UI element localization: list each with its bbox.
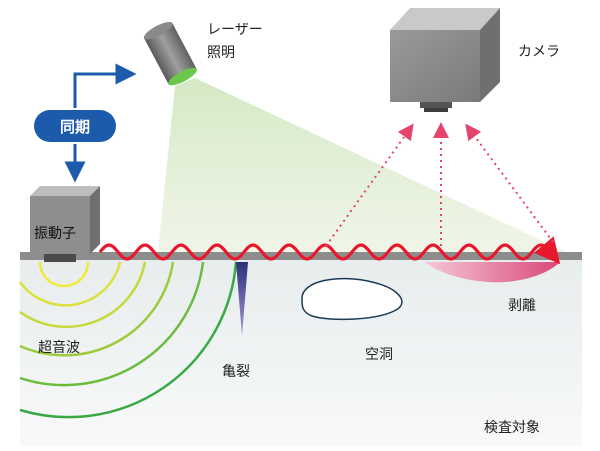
sync-arrows [64,63,137,183]
camera-label: カメラ [518,44,560,60]
delamination-label: 剥離 [508,297,536,314]
void-label: 空洞 [365,347,393,363]
sync-label: 同期 [60,118,90,136]
delamination-shape [424,262,560,283]
crack-shape [236,262,248,336]
transducer-label: 振動子 [34,226,76,242]
ultrasound-label: 超音波 [38,339,80,356]
camera [390,8,500,112]
crack-label: 亀裂 [222,364,250,380]
void-shape [301,277,403,321]
laser-label-line2: 照明 [207,45,235,61]
laser-illuminator [143,21,197,86]
laser-beam [158,78,566,252]
laser-label-line1: レーザー [207,22,263,38]
sync-badge [34,110,116,142]
ultrasound-waves [18,261,238,419]
transducer [30,186,100,262]
inspection-target-label: 検査対象 [484,420,540,436]
inspection-target-body [20,254,582,446]
reflection-arrows [325,122,554,247]
